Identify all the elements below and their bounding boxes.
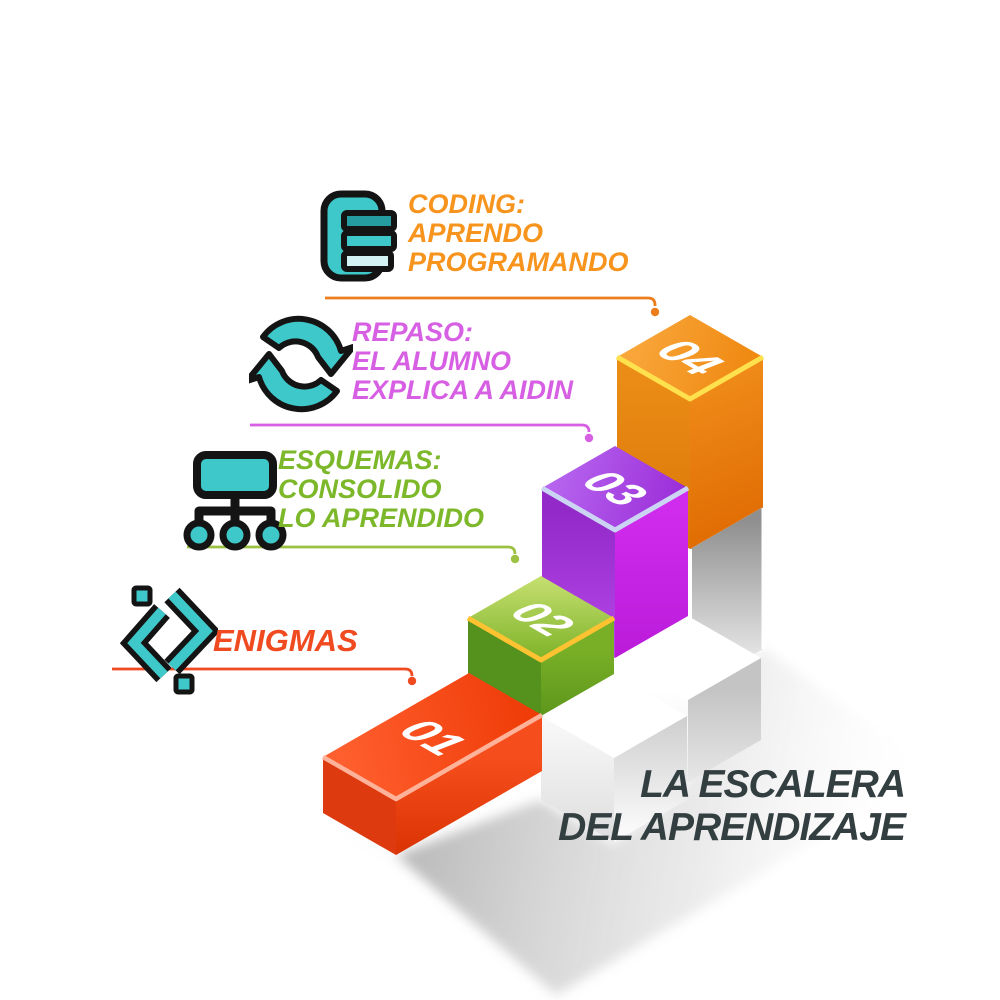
label-enigmas: ENIGMAS: [213, 624, 358, 657]
label-coding-line-1: CODING:: [408, 189, 525, 219]
code-document-icon: [320, 190, 397, 282]
org-chart-icon: [183, 451, 287, 551]
code-question-icon: [119, 585, 218, 695]
step-02-box: 02: [466, 576, 616, 716]
step-01-box: 01: [321, 673, 544, 855]
step-04-box: 04: [615, 315, 765, 549]
refresh-arrows-icon: [249, 315, 353, 413]
label-repaso-line-2: EL ALUMNO: [352, 346, 511, 376]
silver-staircase: [541, 507, 765, 842]
main-title-line-1: LA ESCALERA: [640, 763, 906, 806]
label-esquemas-line-1: ESQUEMAS:: [278, 445, 442, 475]
label-repaso-line-3: EXPLICA A AIDIN: [352, 375, 574, 405]
connector-esquemas: [187, 545, 520, 564]
label-coding-line-2: APRENDO: [408, 218, 544, 248]
label-esquemas-line-2: CONSOLIDO: [278, 474, 442, 504]
connector-repaso: [250, 423, 594, 443]
connector-coding: [325, 296, 660, 317]
main-title: LA ESCALERA DEL APRENDIZAJE: [558, 763, 906, 849]
label-coding: CODING: APRENDO PROGRAMANDO: [408, 190, 629, 277]
label-coding-line-3: PROGRAMANDO: [408, 247, 629, 277]
main-title-line-2: DEL APRENDIZAJE: [558, 806, 906, 849]
label-esquemas: ESQUEMAS: CONSOLIDO LO APRENDIDO: [278, 446, 484, 533]
label-repaso: REPASO: EL ALUMNO EXPLICA A AIDIN: [352, 318, 573, 405]
connector-lines: [112, 296, 660, 686]
connector-enigmas: [112, 667, 417, 686]
floor-shadow: [330, 649, 935, 995]
label-repaso-line-1: REPASO:: [352, 317, 474, 347]
label-esquemas-line-3: LO APRENDIDO: [278, 503, 485, 533]
label-enigmas-line-1: ENIGMAS: [213, 623, 358, 658]
